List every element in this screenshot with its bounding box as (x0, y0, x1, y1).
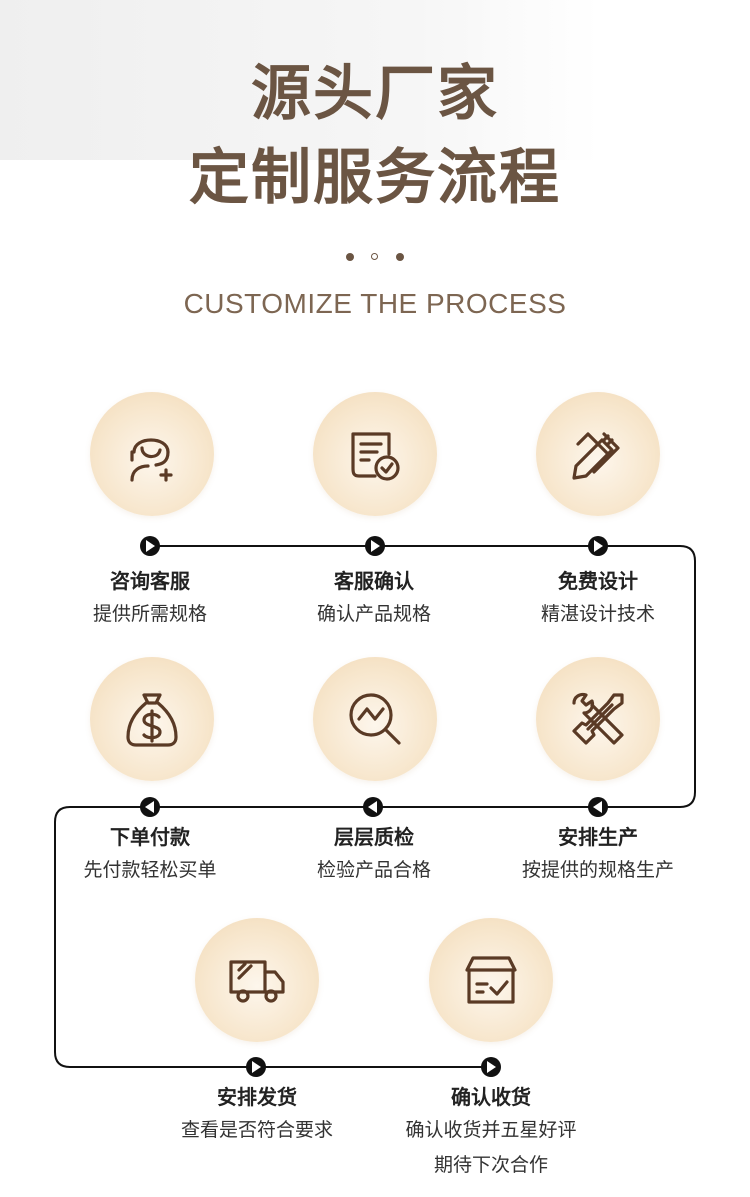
step-title: 确认收货 (451, 1085, 531, 1109)
step-title: 安排发货 (217, 1085, 297, 1109)
step-description: 确认产品规格 (316, 603, 431, 625)
money-bag-icon (126, 693, 178, 747)
arrow-right-icon (588, 536, 608, 556)
step-icon-circle (313, 657, 437, 781)
arrow-left-icon (588, 797, 608, 817)
step-title: 安排生产 (558, 825, 638, 849)
delivery-truck-icon (229, 960, 285, 1003)
page-title: 源头厂家 (251, 59, 499, 129)
step-description: 查看是否符合要求 (180, 1119, 333, 1141)
step-label: 下单付款 先付款轻松买单 (40, 824, 260, 883)
step-title: 免费设计 (558, 569, 638, 593)
step-icon-circle (429, 918, 553, 1042)
box-check-icon (465, 956, 517, 1004)
step-icon-circle (90, 392, 214, 516)
step-label: 确认收货 确认收货并五星好评 期待下次合作 (381, 1084, 601, 1178)
step-label: 咨询客服 提供所需规格 (40, 568, 260, 627)
step-description-line2: 期待下次合作 (433, 1154, 548, 1176)
step-description: 按提供的规格生产 (521, 859, 674, 881)
step-icon-circle (313, 392, 437, 516)
design-tools-icon (572, 432, 620, 480)
arrow-right-icon (246, 1057, 266, 1077)
decorative-dots (0, 251, 750, 263)
step-label: 安排发货 查看是否符合要求 (147, 1084, 367, 1143)
arrow-left-icon (140, 797, 160, 817)
step-label: 客服确认 确认产品规格 (264, 568, 484, 627)
step-title: 下单付款 (110, 825, 190, 849)
step-title: 层层质检 (334, 825, 414, 849)
step-label: 层层质检 检验产品合格 (264, 824, 484, 883)
dot-icon (396, 253, 404, 261)
step-icon-circle (536, 392, 660, 516)
arrow-right-icon (365, 536, 385, 556)
step-icon-circle (90, 657, 214, 781)
step-label: 安排生产 按提供的规格生产 (488, 824, 708, 883)
step-description: 精湛设计技术 (540, 603, 655, 625)
step-description: 确认收货并五星好评 (405, 1119, 577, 1141)
step-icon-circle (536, 657, 660, 781)
customer-service-icon (130, 438, 173, 482)
step-description: 检验产品合格 (316, 859, 431, 881)
step-description: 提供所需规格 (92, 603, 207, 625)
dot-ring-icon (371, 253, 378, 260)
magnifier-trend-icon (349, 693, 401, 745)
header-background (0, 0, 750, 160)
step-title: 客服确认 (334, 569, 414, 593)
arrow-left-icon (363, 797, 383, 817)
step-label: 免费设计 精湛设计技术 (488, 568, 708, 627)
document-check-icon (351, 432, 400, 481)
step-description: 先付款轻松买单 (83, 859, 217, 881)
step-icon-circle (195, 918, 319, 1042)
wrench-screwdriver-icon (572, 692, 624, 745)
step-title: 咨询客服 (110, 569, 190, 593)
dot-icon (346, 253, 354, 261)
english-subtitle: CUSTOMIZE THE PROCESS (183, 288, 567, 319)
arrow-right-icon (140, 536, 160, 556)
arrow-right-icon (481, 1057, 501, 1077)
page-subtitle-cn: 定制服务流程 (189, 143, 561, 213)
